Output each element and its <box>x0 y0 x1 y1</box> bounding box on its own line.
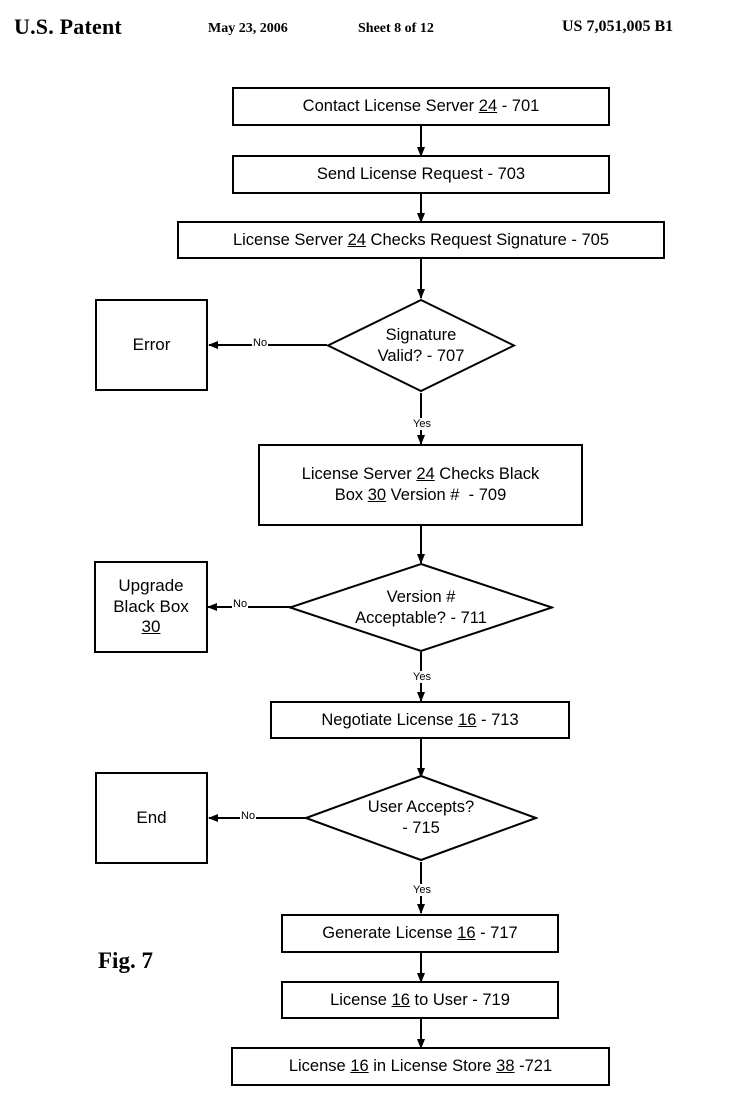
flow-node-label: End <box>136 807 167 827</box>
figure-label: Fig. 7 <box>98 948 153 973</box>
flow-node-label: Version #Acceptable? - 711 <box>288 562 554 653</box>
flow-node-error[interactable]: Error <box>95 299 208 391</box>
patent-number: US 7,051,005 B1 <box>562 18 674 35</box>
edge-label-yes-707: Yes <box>412 418 432 430</box>
flow-node-label-text: Version #Acceptable? - 711 <box>355 587 487 627</box>
flow-node-label: Error <box>132 334 171 354</box>
flow-node-end[interactable]: End <box>95 772 208 864</box>
flow-node-license-in-license-store[interactable]: License 16 in License Store 38 -721 <box>231 1047 610 1086</box>
flow-node-label: Send License Request - 703 <box>316 165 526 184</box>
edge-label-no-711: No <box>232 598 249 610</box>
edge-label-no-715: No <box>240 810 257 822</box>
sheet-number: Sheet 8 of 12 <box>358 21 434 36</box>
flow-node-label: License 16 to User - 719 <box>330 990 510 1009</box>
flow-node-user-accepts[interactable]: User Accepts?- 715 <box>304 774 538 862</box>
patent-header: U.S. Patent May 23, 2006 Sheet 8 of 12 U… <box>0 14 736 48</box>
flow-node-label: License 16 in License Store 38 -721 <box>288 1057 553 1076</box>
edge-label-yes-711: Yes <box>412 671 432 683</box>
flow-node-label-text: User Accepts?- 715 <box>367 798 475 837</box>
flow-node-label: User Accepts?- 715 <box>304 774 538 862</box>
flow-node-negotiate-license[interactable]: Negotiate License 16 - 713 <box>270 701 570 739</box>
edge-label-yes-715: Yes <box>412 884 432 896</box>
flow-node-label: Generate License 16 - 717 <box>322 924 518 943</box>
diamond-shape <box>304 774 538 862</box>
patent-date: May 23, 2006 <box>208 21 288 36</box>
flow-node-contact-license-server[interactable]: Contact License Server 24 - 701 <box>232 87 610 126</box>
flow-node-version-acceptable[interactable]: Version #Acceptable? - 711 <box>288 562 554 653</box>
flow-node-label: Negotiate License 16 - 713 <box>321 710 519 729</box>
flow-node-send-license-request[interactable]: Send License Request - 703 <box>232 155 610 194</box>
flow-node-label: License Server 24 Checks Request Signatu… <box>232 230 610 249</box>
patent-office-title: U.S. Patent <box>14 14 122 39</box>
diamond-shape <box>288 562 554 653</box>
flow-node-generate-license[interactable]: Generate License 16 - 717 <box>281 914 559 953</box>
diamond-shape <box>326 298 516 393</box>
edge-label-no-707: No <box>252 337 269 349</box>
flow-node-license-to-user[interactable]: License 16 to User - 719 <box>281 981 559 1019</box>
flow-node-check-request-signature[interactable]: License Server 24 Checks Request Signatu… <box>177 221 665 259</box>
flow-node-label: Contact License Server 24 - 701 <box>302 97 540 116</box>
